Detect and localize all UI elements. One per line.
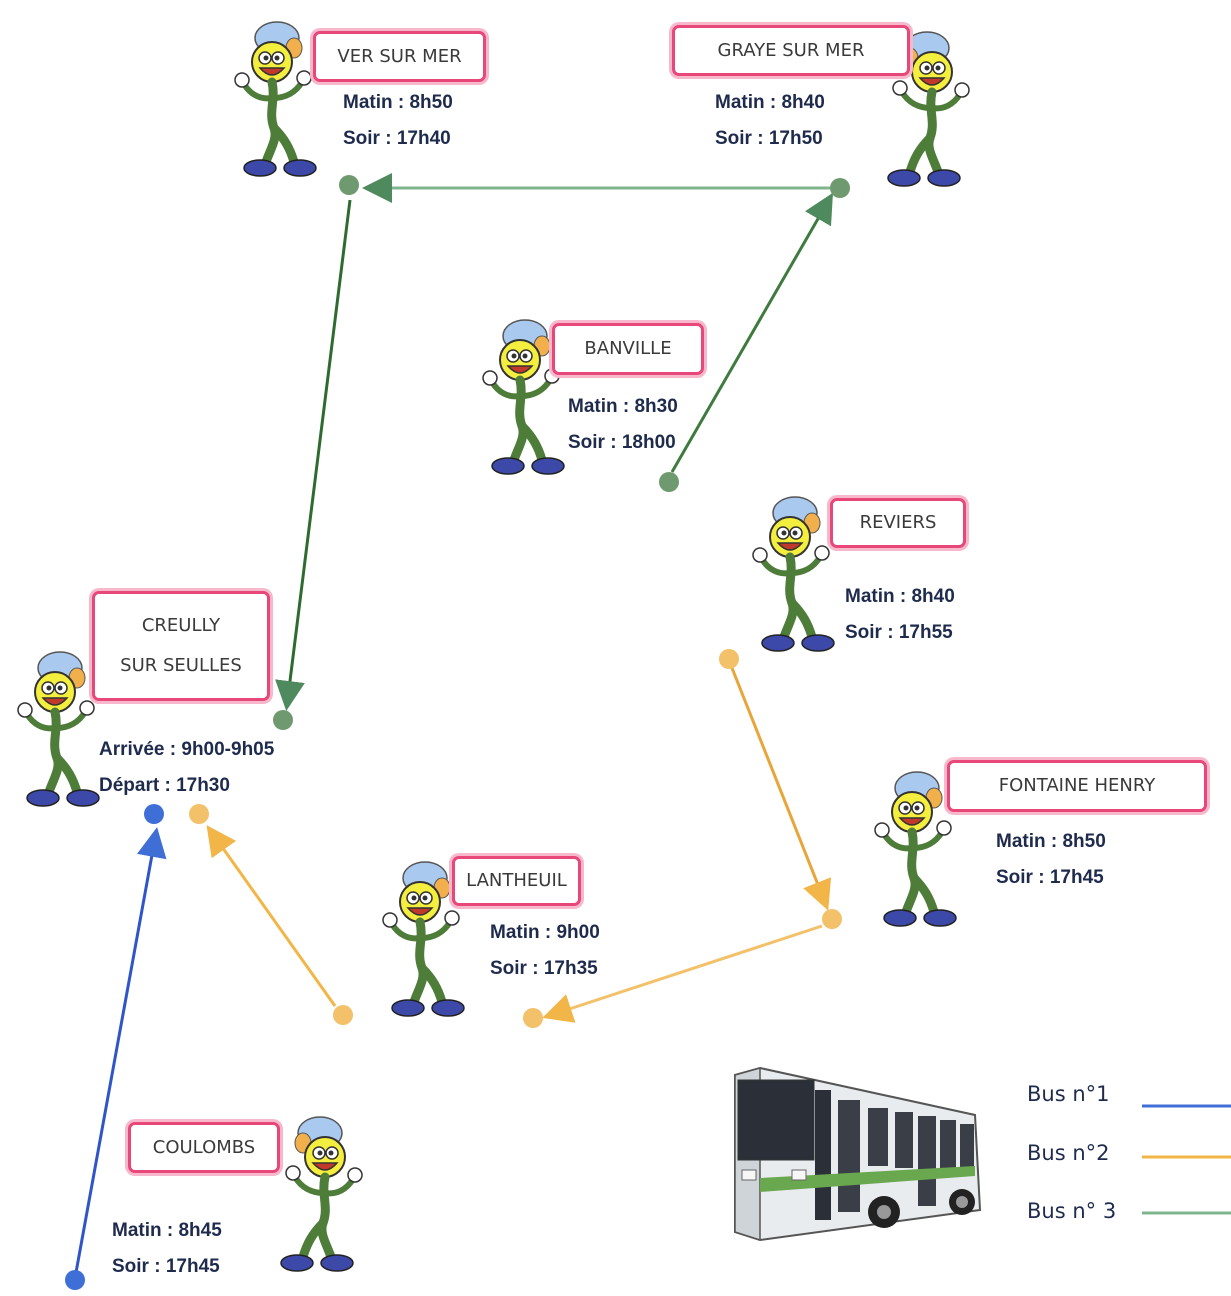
stop-dot-graye-sur-mer: [830, 178, 850, 198]
stop-sign-lantheuil: LANTHEUIL: [452, 856, 581, 906]
stop-dot-lantheuil-right: [523, 1008, 543, 1028]
legend-label-bus2: Bus n°2: [1027, 1141, 1110, 1165]
banville-evening-time: Soir : 18h00: [568, 432, 676, 453]
lantheuil-evening-time: Soir : 17h35: [490, 958, 598, 979]
stop-dot-reviers: [719, 649, 739, 669]
coulombs-evening-time: Soir : 17h45: [112, 1256, 220, 1277]
lantheuil-morning-time: Matin : 9h00: [490, 922, 600, 943]
stop-sign-ver-sur-mer: VER SUR MER: [313, 31, 486, 82]
stop-sign-graye-sur-mer: GRAYE SUR MER: [672, 25, 910, 76]
bus3-route-ver-creully: [275, 199, 352, 711]
bus2-route-lantheuil-creully: [206, 825, 337, 1007]
stop-name-ver-sur-mer: VER SUR MER: [337, 45, 462, 67]
creully-departure-time: Départ : 17h30: [99, 775, 230, 796]
graye-sur-mer-evening-time: Soir : 17h50: [715, 128, 823, 149]
banville-morning-time: Matin : 8h30: [568, 396, 678, 417]
stop-sign-banville: BANVILLE: [552, 323, 704, 375]
legend-label-bus3: Bus n° 3: [1027, 1199, 1117, 1223]
mascot-ver-sur-mer: [235, 22, 316, 176]
ver-sur-mer-morning-time: Matin : 8h50: [343, 92, 453, 113]
bus2-route-fontaine-lantheuil: [542, 924, 823, 1023]
stop-name-lantheuil: LANTHEUIL: [466, 870, 567, 891]
creully-arrival-time: Arrivée : 9h00-9h05: [99, 739, 275, 760]
legend-label-bus1: Bus n°1: [1027, 1082, 1110, 1106]
stop-name-banville: BANVILLE: [584, 338, 672, 359]
reviers-morning-time: Matin : 8h40: [845, 586, 955, 607]
stop-name-creully-line2: SUR SEULLES: [120, 655, 242, 676]
stop-name-graye-sur-mer: GRAYE SUR MER: [717, 39, 865, 61]
stop-dot-banville: [659, 472, 679, 492]
mascot-reviers: [753, 497, 834, 651]
bus2-route-reviers-fontaine: [730, 667, 832, 911]
stop-dot-ver-sur-mer: [339, 175, 359, 195]
stop-dot-creully-orange: [189, 804, 209, 824]
fontaine-henry-morning-time: Matin : 8h50: [996, 831, 1106, 852]
stop-sign-coulombs: COULOMBS: [128, 1122, 280, 1173]
mascot-creully: [18, 652, 99, 806]
coulombs-morning-time: Matin : 8h45: [112, 1220, 222, 1241]
bus1-route-coulombs-creully: [73, 827, 167, 1279]
stop-sign-fontaine-henry: FONTAINE HENRY: [947, 760, 1207, 812]
stop-name-reviers: REVIERS: [859, 512, 937, 533]
stop-dot-fontaine-henry: [822, 909, 842, 929]
fontaine-henry-evening-time: Soir : 17h45: [996, 867, 1104, 888]
stop-name-coulombs: COULOMBS: [152, 1136, 256, 1158]
graye-sur-mer-morning-time: Matin : 8h40: [715, 92, 825, 113]
mascot-fontaine-henry: [875, 772, 956, 926]
mascot-coulombs: [281, 1117, 362, 1271]
bus3-route-banville-graye: [670, 192, 833, 473]
stop-name-creully-line1: CREULLY: [141, 615, 221, 636]
bus-illustration: [734, 1066, 982, 1242]
stop-sign-reviers: REVIERS: [830, 498, 966, 548]
reviers-evening-time: Soir : 17h55: [845, 622, 953, 643]
stop-dot-lantheuil-left: [333, 1005, 353, 1025]
stop-dot-creully-blue: [144, 804, 164, 824]
ver-sur-mer-evening-time: Soir : 17h40: [343, 128, 451, 149]
stop-dot-creully-green: [273, 710, 293, 730]
stop-name-fontaine-henry: FONTAINE HENRY: [998, 775, 1156, 796]
stop-sign-creully-sur-seulles: CREULLY SUR SEULLES: [92, 591, 270, 701]
stop-dot-coulombs: [65, 1270, 85, 1290]
